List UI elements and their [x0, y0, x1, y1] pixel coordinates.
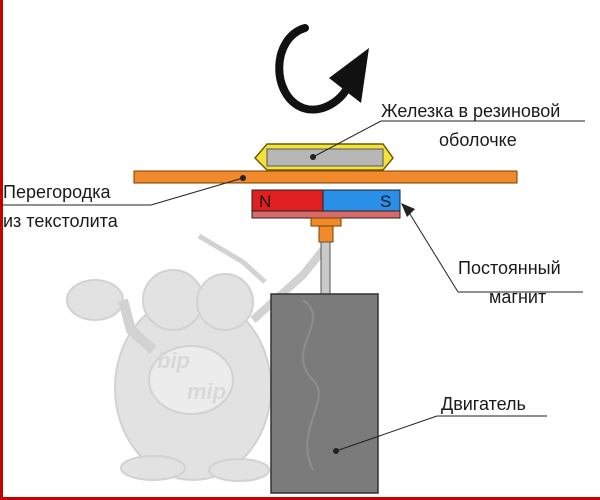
stirrer-diagram: bip mip N S — [3, 24, 585, 494]
frog-mascot-watermark — [66, 233, 327, 482]
label-iron-line1: Железка в резиновой — [381, 101, 560, 121]
partition-leader-dot — [240, 175, 246, 181]
magnet-pole-n: N — [259, 192, 271, 211]
motor-body — [270, 293, 379, 494]
iron-leader-dot — [310, 154, 316, 160]
watermark-text-line2: mip — [187, 379, 226, 404]
label-partition-line2: из текстолита — [3, 211, 119, 231]
motor-leader-dot — [333, 448, 339, 454]
label-magnet-line2: магнит — [489, 287, 546, 307]
label-motor: Двигатель — [441, 394, 526, 414]
textolite-partition — [133, 170, 518, 184]
magnet-leader-arrow — [401, 203, 415, 217]
rotation-arrow-icon — [275, 24, 369, 114]
watermark-text-line1: bip — [157, 348, 190, 373]
magnet-pole-s: S — [380, 192, 391, 211]
label-partition-line1: Перегородка — [3, 182, 112, 202]
leader-lines — [3, 120, 585, 452]
motor-wire-watermark — [302, 299, 320, 471]
label-iron-line2: оболочке — [439, 130, 517, 150]
shaft-coupler-lower — [318, 225, 334, 243]
magnet-base — [251, 210, 401, 219]
motor-shaft — [320, 241, 331, 295]
shaft-coupler — [310, 217, 342, 227]
label-magnet-line1: Постоянный — [458, 258, 561, 278]
iron-bar — [266, 148, 384, 167]
